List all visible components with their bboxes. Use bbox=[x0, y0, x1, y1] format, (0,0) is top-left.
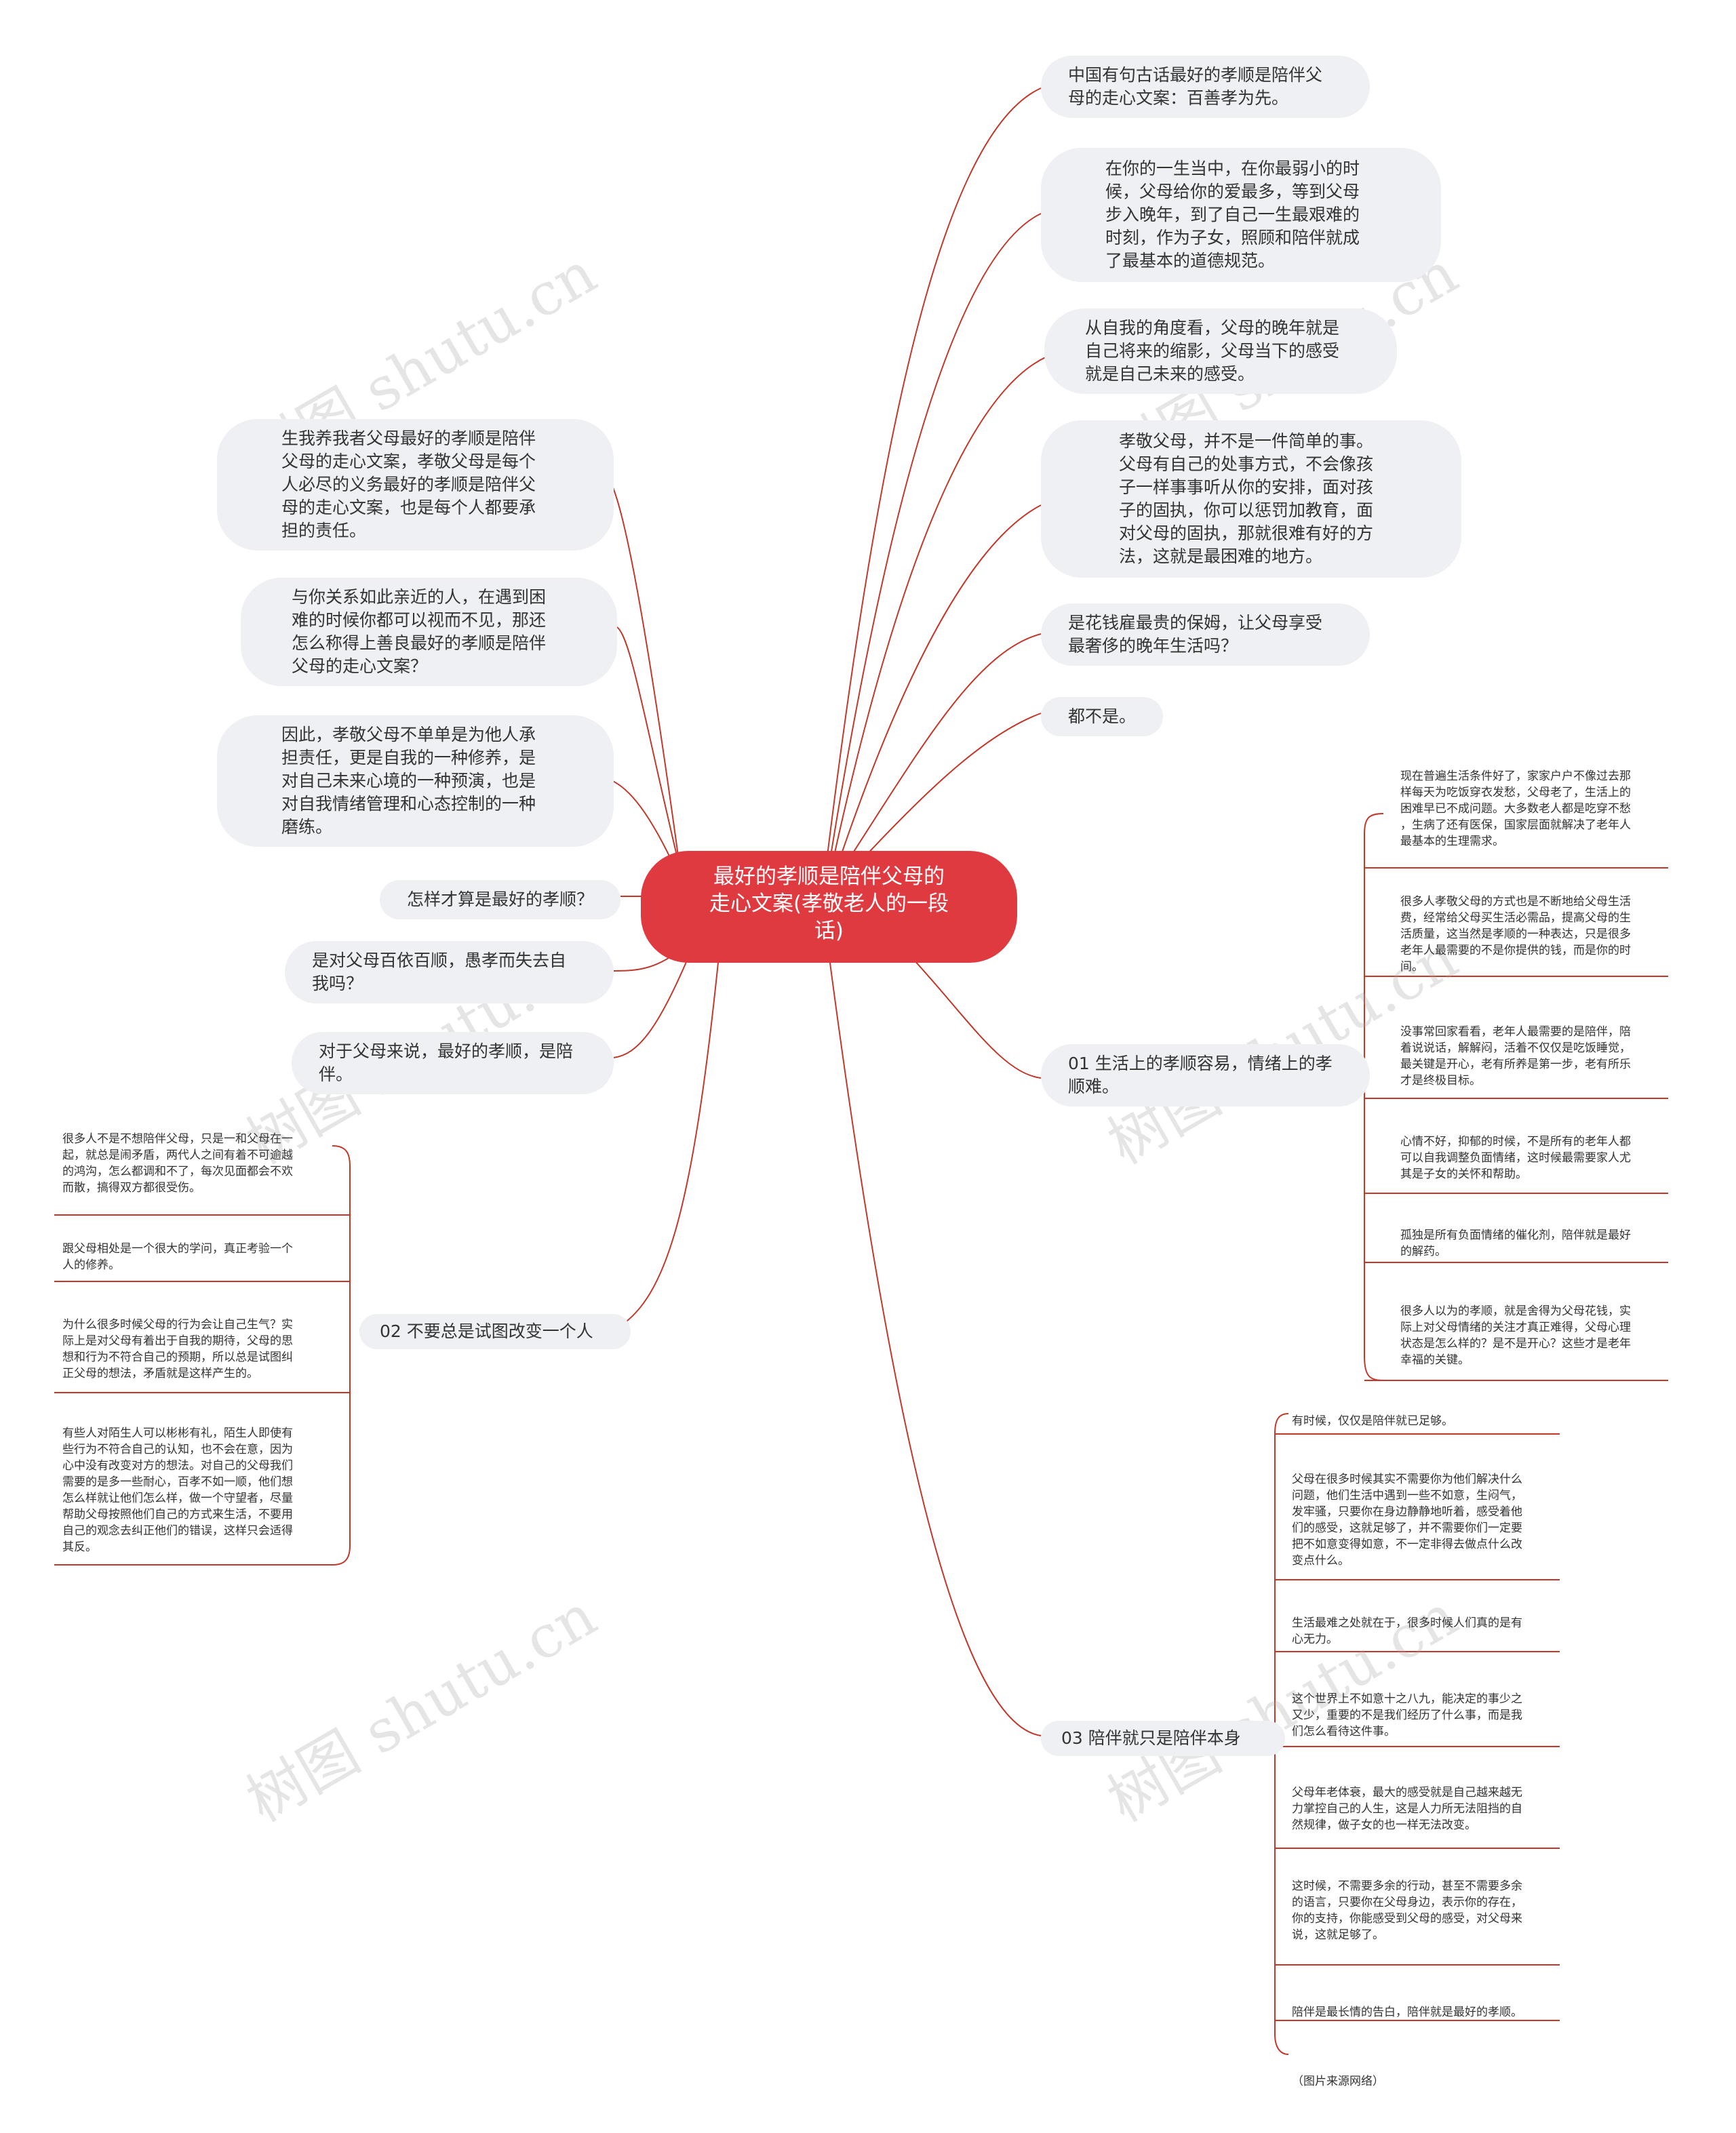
left-bubble-2[interactable]: 与你关系如此亲近的人，在遇到困 难的时候你都可以视而不见，那还 怎么称得上善良最… bbox=[241, 578, 617, 686]
section-1-item: 很多人以为的孝顺，就是舍得为父母花钱，实 际上对父母情绪的关注才真正难得，父母心… bbox=[1400, 1304, 1631, 1367]
left-bubble-6[interactable]: 对于父母来说，最好的孝顺，是陪 伴。 bbox=[292, 1032, 614, 1094]
right-bubble-4[interactable]: 孝敬父母，并不是一件简单的事。 父母有自己的处事方式，不会像孩 子一样事事听从你… bbox=[1041, 420, 1461, 578]
section-2-item: 很多人不是不想陪伴父母，只是一和父母在一 起，就总是闹矛盾，两代人之间有着不可逾… bbox=[62, 1132, 293, 1195]
section-2-title[interactable]: 02 不要总是试图改变一个人 bbox=[359, 1314, 631, 1349]
section-2-item: 有些人对陌生人可以彬彬有礼，陌生人即使有 些行为不符合自己的认知，也不会在意，因… bbox=[62, 1427, 293, 1554]
section-3-title[interactable]: 03 陪伴就只是陪伴本身 bbox=[1041, 1721, 1285, 1756]
section-3-item: 有时候，仅仅是陪伴就已足够。 bbox=[1292, 1414, 1453, 1428]
section-1-item: 孤独是所有负面情绪的催化剂，陪伴就是最好 的解药。 bbox=[1400, 1229, 1631, 1258]
left-bubble-4[interactable]: 怎样才算是最好的孝顺？ bbox=[380, 880, 620, 919]
section-3-item: 这个世界上不如意十之八九，能决定的事少之 又少，重要的不是我们经历了什么事，而是… bbox=[1292, 1692, 1522, 1738]
left-bubble-1[interactable]: 生我养我者父母最好的孝顺是陪伴 父母的走心文案，孝敬父母是每个 人必尽的义务最好… bbox=[217, 419, 614, 551]
right-bubble-3[interactable]: 从自我的角度看，父母的晚年就是 自己将来的缩影，父母当下的感受 就是自己未来的感… bbox=[1044, 308, 1397, 394]
section-3-item: 这时候，不需要多余的行动，甚至不需要多余 的语言，只要你在父母身边，表示你的存在… bbox=[1292, 1879, 1522, 1942]
right-bubble-2[interactable]: 在你的一生当中，在你最弱小的时 候，父母给你的爱最多，等到父母 步入晚年，到了自… bbox=[1041, 148, 1441, 282]
section-1-item: 很多人孝敬父母的方式也是不断地给父母生活 费，经常给父母买生活必需品，提高父母的… bbox=[1400, 895, 1631, 974]
left-bubble-5[interactable]: 是对父母百依百顺，愚孝而失去自 我吗？ bbox=[285, 941, 614, 1003]
section-1-item: 现在普遍生活条件好了，家家户户不像过去那 样每天为吃饭穿衣发愁，父母老了，生活上… bbox=[1400, 770, 1631, 848]
image-source-note: （图片来源网络） bbox=[1292, 2075, 1384, 2088]
right-bubble-1[interactable]: 中国有句古话最好的孝顺是陪伴父 母的走心文案：百善孝为先。 bbox=[1041, 56, 1370, 118]
right-bubble-5[interactable]: 是花钱雇最贵的保姆，让父母享受 最奢侈的晚年生活吗？ bbox=[1041, 603, 1370, 666]
section-1-title[interactable]: 01 生活上的孝顺容易，情绪上的孝 顺难。 bbox=[1041, 1044, 1370, 1107]
section-3-item: 父母年老体衰，最大的感受就是自己越来越无 力掌控自己的人生，这是人力所无法阻挡的… bbox=[1292, 1786, 1522, 1832]
section-3-item: 生活最难之处就在于，很多时候人们真的是有 心无力。 bbox=[1292, 1616, 1522, 1646]
section-1-item: 没事常回家看看，老年人最需要的是陪伴，陪 着说说话，解解闷，活着不仅仅是吃饭睡觉… bbox=[1400, 1025, 1631, 1088]
left-bubble-3[interactable]: 因此，孝敬父母不单单是为他人承 担责任，更是自我的一种修养，是 对自己未来心境的… bbox=[217, 715, 614, 847]
right-bubble-6[interactable]: 都不是。 bbox=[1041, 697, 1163, 736]
central-topic[interactable]: 最好的孝顺是陪伴父母的 走心文案(孝敬老人的一段 话) bbox=[641, 851, 1017, 963]
section-2-item: 为什么很多时候父母的行为会让自己生气？实 际上是对父母有着出于自我的期待，父母的… bbox=[62, 1318, 293, 1380]
section-2-item: 跟父母相处是一个很大的学问，真正考验一个 人的修养。 bbox=[62, 1242, 293, 1272]
section-3-item: 父母在很多时候其实不需要你为他们解决什么 问题，他们生活中遇到一些不如意，生闷气… bbox=[1292, 1473, 1522, 1568]
section-3-item: 陪伴是最长情的告白，陪伴就是最好的孝顺。 bbox=[1292, 2006, 1522, 2019]
section-1-item: 心情不好，抑郁的时候，不是所有的老年人都 可以自我调整负面情绪，这时候最需要家人… bbox=[1400, 1135, 1631, 1181]
